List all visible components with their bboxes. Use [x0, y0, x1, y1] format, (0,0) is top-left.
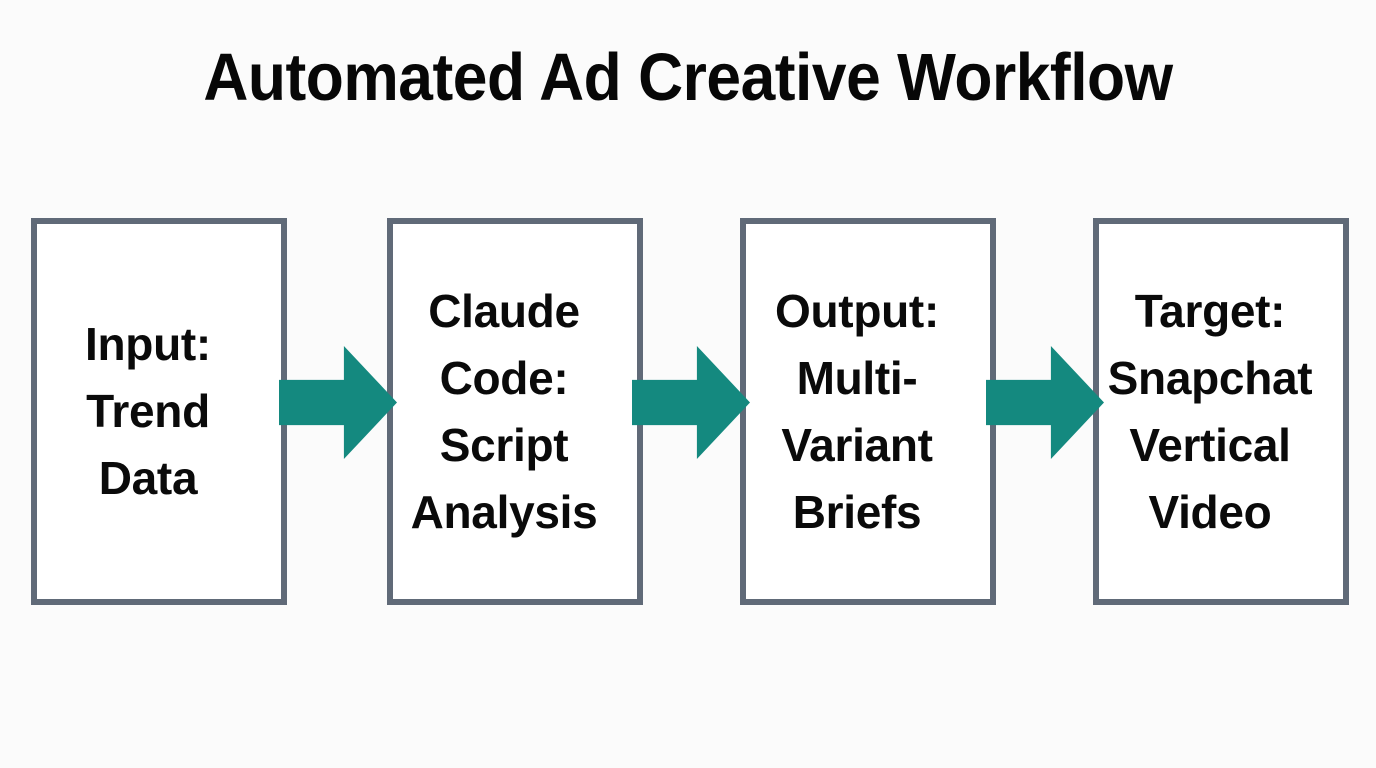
flow-node-label: Target: Snapchat Vertical Video — [1107, 284, 1313, 538]
flow-node-output[interactable]: Output: Multi- Variant Briefs — [740, 218, 996, 605]
flow-node-label: Claude Code: Script Analysis — [410, 284, 598, 538]
flow-node-label: Output: Multi- Variant Briefs — [775, 284, 939, 538]
flow-node-input[interactable]: Input: Trend Data — [31, 218, 287, 605]
flow-node-claude-code[interactable]: Claude Code: Script Analysis — [387, 218, 643, 605]
flow-node-label: Input: Trend Data — [85, 318, 211, 504]
flow-node-target[interactable]: Target: Snapchat Vertical Video — [1093, 218, 1349, 605]
page-title: Automated Ad Creative Workflow — [203, 40, 1173, 115]
